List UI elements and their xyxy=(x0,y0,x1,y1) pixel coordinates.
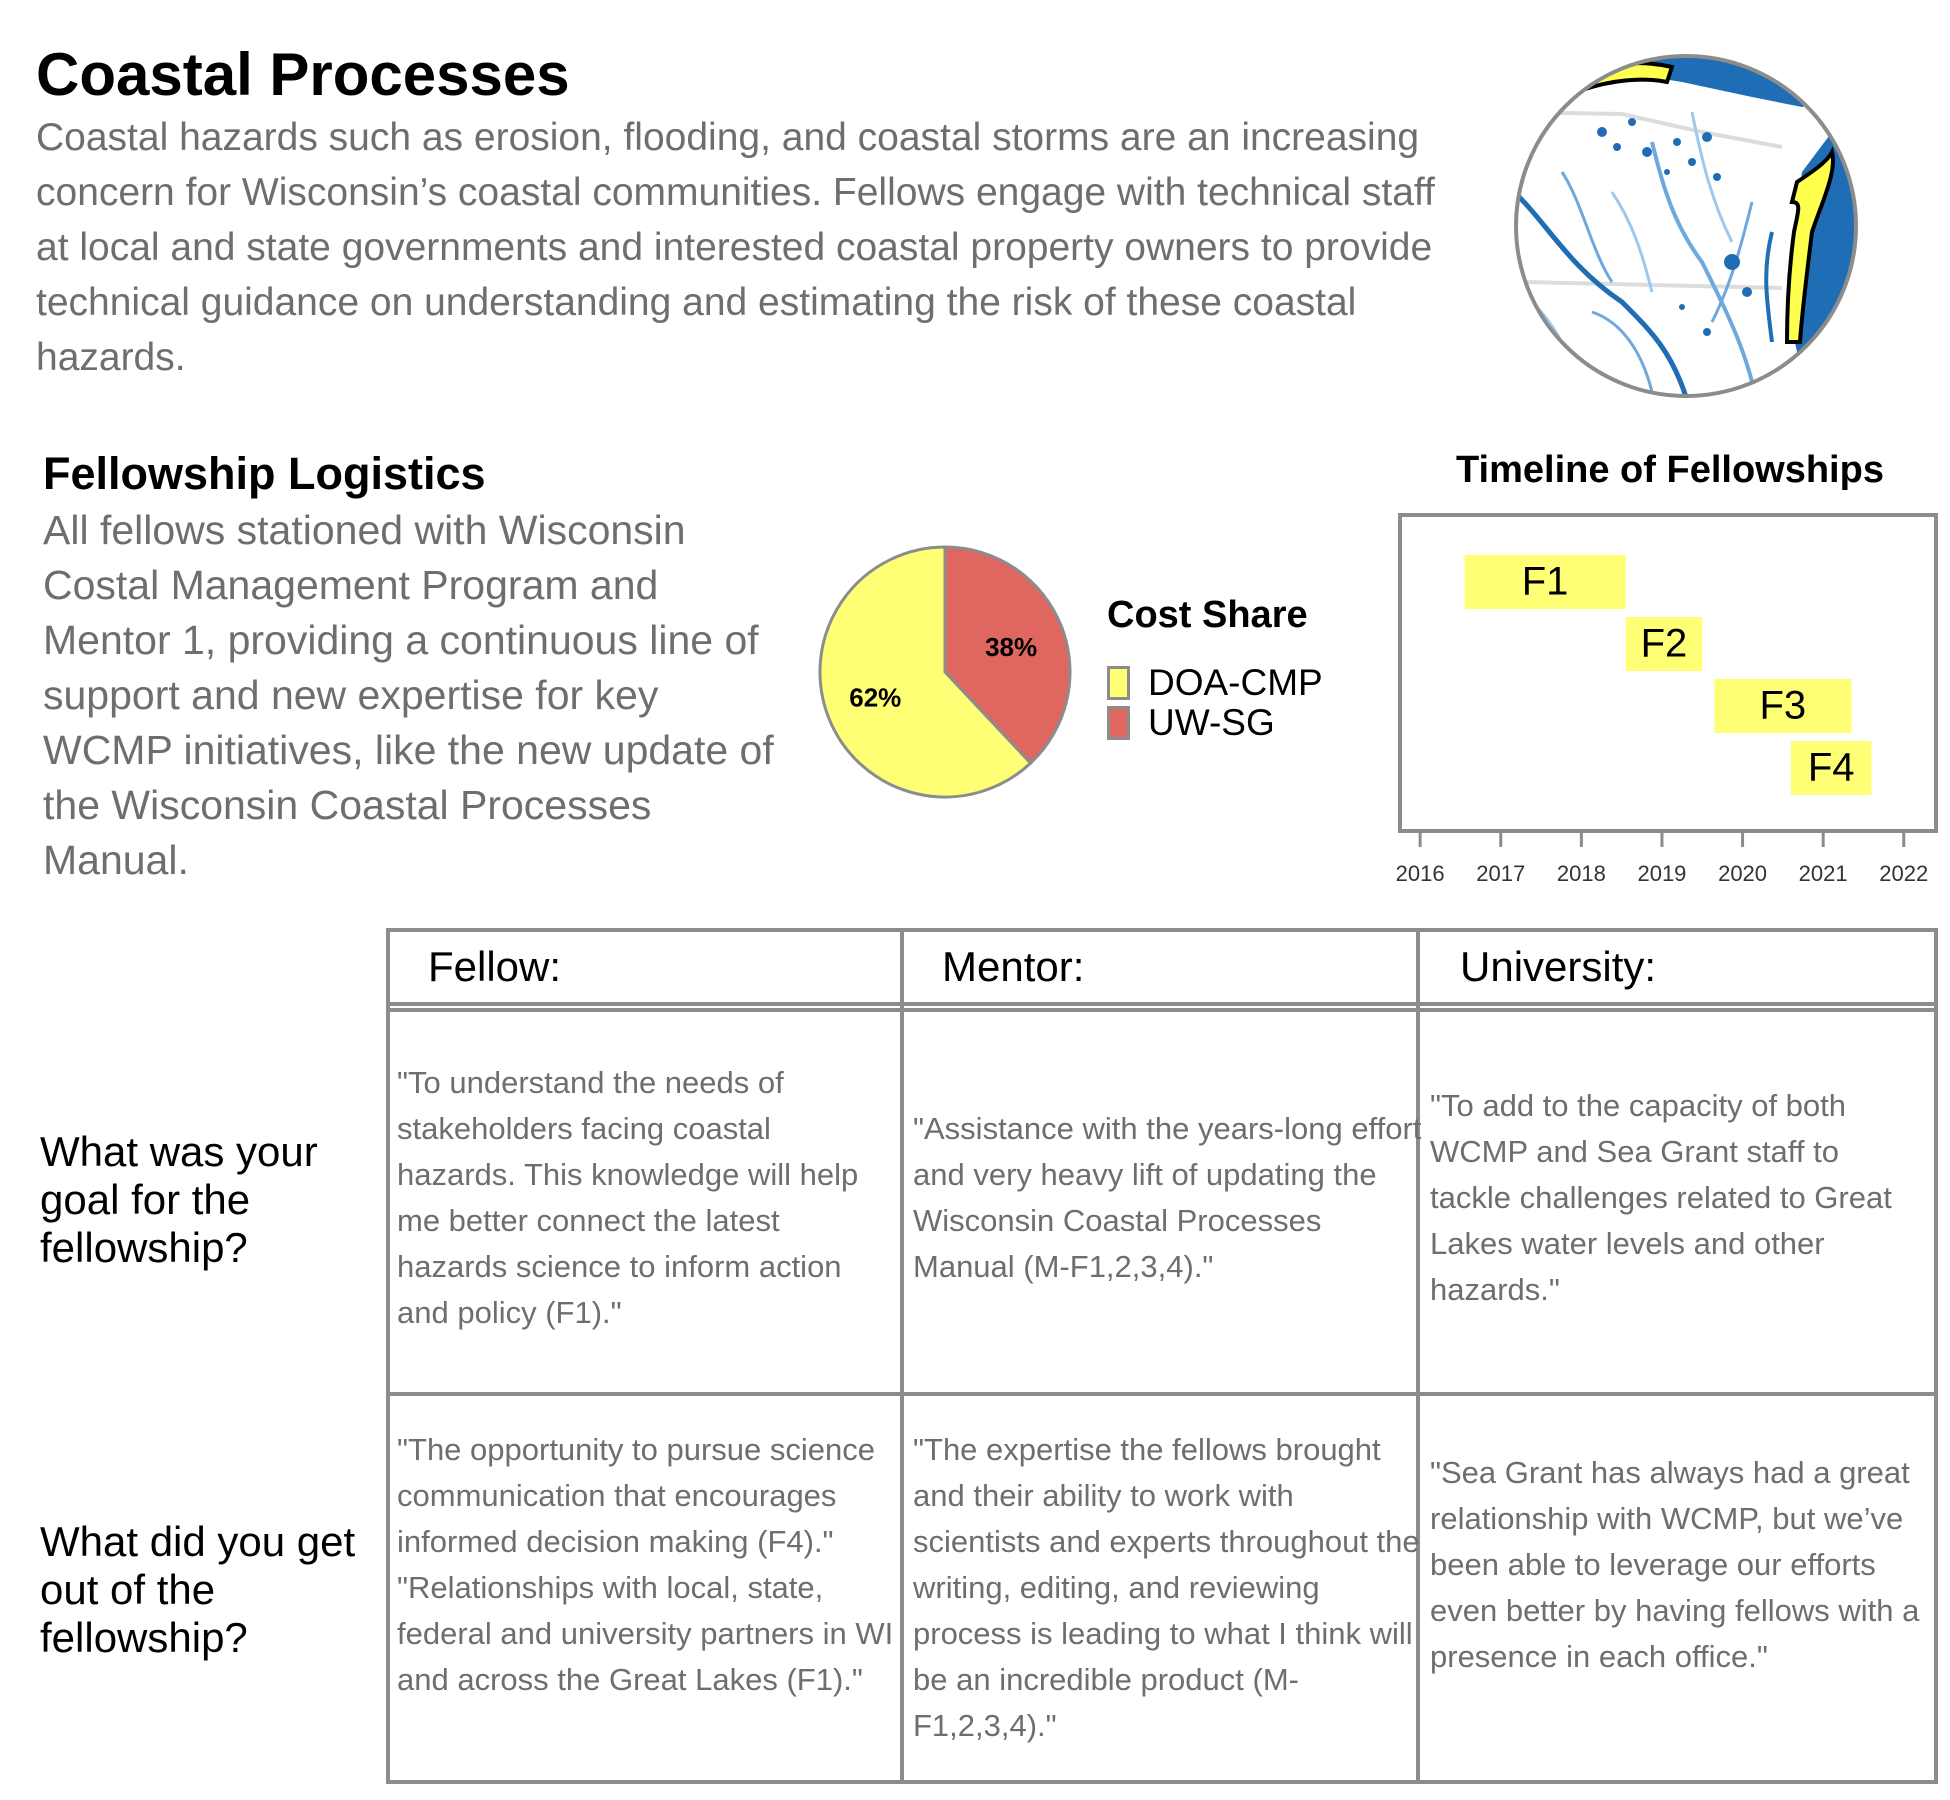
timeline-bar-f1 xyxy=(1464,555,1626,609)
wisconsin-coast-map xyxy=(1514,54,1858,398)
pie-label-doa-cmp: 62% xyxy=(849,682,901,712)
table-cell-fellow-goal: "To understand the needs of stakeholders… xyxy=(397,1065,859,1330)
pie-slice-uw-sg xyxy=(943,545,1072,766)
timeline-bar-f2 xyxy=(1625,617,1703,671)
table-cell-mentor-goal: "Assistance with the years-long effort a… xyxy=(913,1111,1422,1284)
legend-item-uw-sg: UW-SG xyxy=(1107,700,1275,743)
pie-slice-doa-cmp xyxy=(818,545,1033,799)
timeline-bar-f3 xyxy=(1714,679,1852,733)
responses-table xyxy=(386,928,1938,1784)
michigan-coast-highlight xyxy=(1784,146,1835,344)
row-question-goal: What was your goal for the fellowship? xyxy=(40,1128,318,1271)
cost-share-pie-chart: 38% 62% xyxy=(818,545,1072,799)
pie-label-uw-sg: 38% xyxy=(985,632,1037,662)
timeline-bar-label-f4: F4 xyxy=(1808,746,1855,790)
table-cell-fellow-outcome: "The opportunity to pursue science commu… xyxy=(397,1432,894,1697)
row-question-outcome: What did you get out of the fellowship? xyxy=(40,1518,356,1661)
column-header-university: University: xyxy=(1460,943,1657,990)
timeline-tick-label-2019: 2019 xyxy=(1637,861,1686,886)
intro-paragraph: Coastal hazards such as erosion, floodin… xyxy=(36,116,1435,379)
table-cell-university-outcome: "Sea Grant has always had a great relati… xyxy=(1430,1455,1920,1674)
legend-title: Cost Share xyxy=(1107,594,1308,636)
table-cell-university-goal: "To add to the capacity of both WCMP and… xyxy=(1430,1088,1892,1307)
column-header-mentor: Mentor: xyxy=(942,943,1085,990)
logistics-text: All fellows stationed with Wisconsin Cos… xyxy=(43,507,774,883)
legend-swatch-doa-cmp xyxy=(1107,666,1130,701)
page-title: Coastal Processes xyxy=(36,41,570,108)
timeline-tick-label-2018: 2018 xyxy=(1557,861,1606,886)
timeline-bar-label-f1: F1 xyxy=(1522,560,1569,604)
legend-item-doa-cmp: DOA-CMP xyxy=(1107,660,1323,703)
legend-swatch-uw-sg xyxy=(1107,706,1130,741)
timeline-bar-f4 xyxy=(1790,741,1872,795)
table-cell-mentor-outcome: "The expertise the fellows brought and t… xyxy=(913,1432,1420,1743)
timeline-tick-label-2016: 2016 xyxy=(1396,861,1445,886)
timeline-bar-label-f3: F3 xyxy=(1760,684,1807,728)
timeline-title: Timeline of Fellowships xyxy=(1456,449,1884,491)
column-header-fellow: Fellow: xyxy=(428,943,562,990)
timeline-tick-label-2022: 2022 xyxy=(1879,861,1928,886)
timeline-bar-label-f2: F2 xyxy=(1641,622,1688,666)
timeline-tick-label-2021: 2021 xyxy=(1799,861,1848,886)
logistics-title: Fellowship Logistics xyxy=(43,448,486,499)
timeline-tick-label-2020: 2020 xyxy=(1718,861,1767,886)
timeline-tick-label-2017: 2017 xyxy=(1476,861,1525,886)
